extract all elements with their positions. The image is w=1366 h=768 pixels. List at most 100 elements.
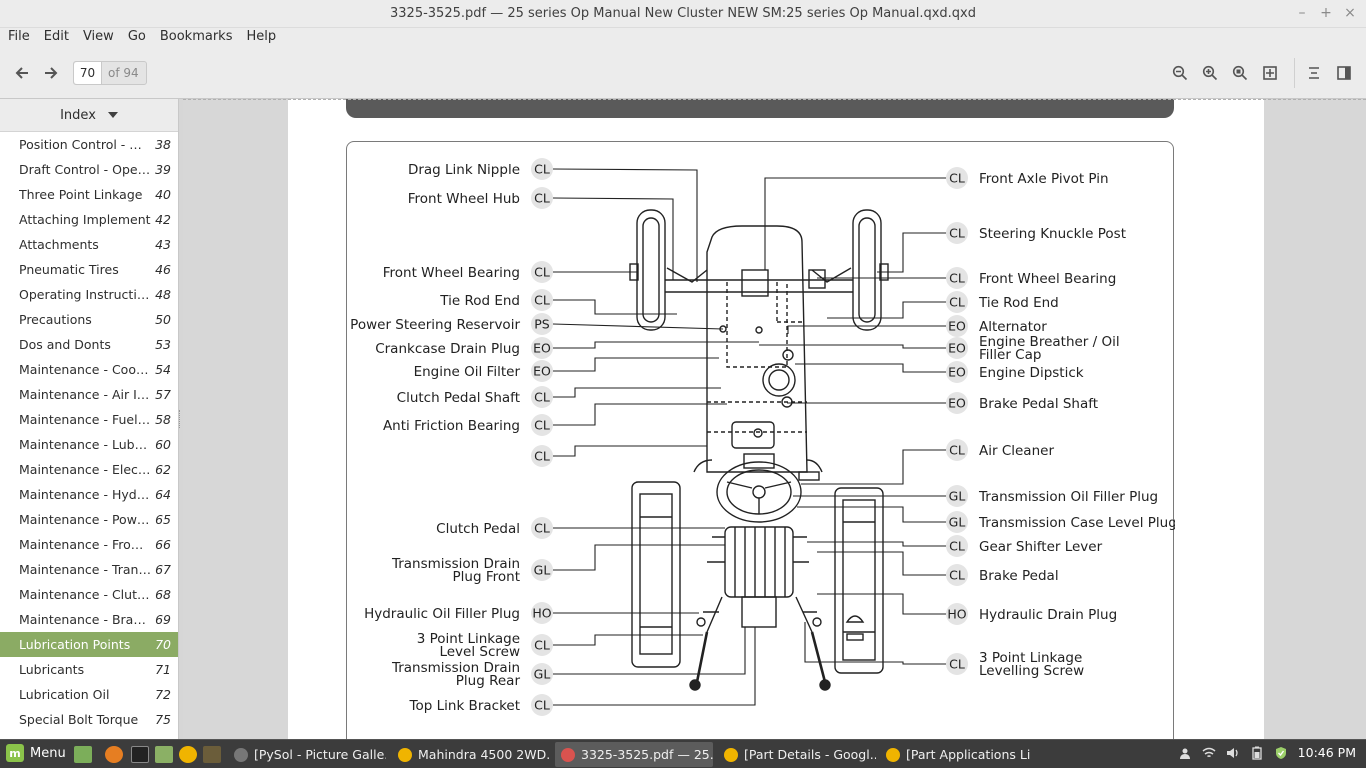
start-menu-button[interactable]: m Menu xyxy=(6,744,66,762)
menu-file[interactable]: File xyxy=(8,29,30,44)
taskbar-task[interactable]: 3325-3525.pdf — 25... xyxy=(555,742,713,767)
page-number-input[interactable]: 70 xyxy=(74,62,102,84)
zoom-out-button[interactable] xyxy=(1170,63,1190,83)
taskbar-task-label: [Part Details - Googl... xyxy=(744,747,876,762)
user-icon[interactable] xyxy=(1178,746,1192,760)
fit-page-button[interactable] xyxy=(1260,63,1280,83)
zoom-reset-button[interactable] xyxy=(1230,63,1250,83)
close-button[interactable]: × xyxy=(1344,5,1356,21)
chrome-icon[interactable] xyxy=(179,746,197,763)
menu-bookmarks[interactable]: Bookmarks xyxy=(159,29,233,44)
minimize-button[interactable]: – xyxy=(1298,5,1306,21)
callout-text: Transmission Drain xyxy=(391,660,520,676)
menu-bar: File Edit View Go Bookmarks Help xyxy=(0,28,1366,48)
toolbar-separator xyxy=(1294,58,1295,88)
taskbar-task[interactable]: [Part Applications Li... xyxy=(880,742,1030,767)
index-item[interactable]: Position Control - Ope...38 xyxy=(0,132,178,157)
index-item[interactable]: Maintenance - Trans...67 xyxy=(0,557,178,582)
lubricant-code-badge xyxy=(531,414,553,436)
files-icon[interactable] xyxy=(155,746,173,763)
callout-text: Transmission Drain xyxy=(391,556,520,572)
callout-line xyxy=(553,634,703,646)
previous-page-button[interactable] xyxy=(12,64,32,82)
callout-text: Crankcase Drain Plug xyxy=(375,341,520,357)
fit-page-icon xyxy=(1263,66,1277,80)
index-item-label: Maintenance - Front ... xyxy=(19,537,151,552)
callout-text: CL xyxy=(534,521,550,536)
next-page-button[interactable] xyxy=(41,64,61,82)
system-monitor-icon[interactable] xyxy=(203,746,221,763)
callout-text: CL xyxy=(534,293,550,308)
index-item[interactable]: Maintenance - Fuel S...58 xyxy=(0,407,178,432)
index-item[interactable]: Maintenance - Lubric...60 xyxy=(0,432,178,457)
taskbar-task[interactable]: Mahindra 4500 2WD... xyxy=(392,742,550,767)
callout-text: EO xyxy=(948,365,966,380)
arrow-left-icon xyxy=(15,67,28,79)
taskbar: m Menu [PySol - Picture Galle...Mahindra… xyxy=(0,739,1366,768)
sidebar-toggle-button[interactable] xyxy=(1334,63,1354,83)
index-item[interactable]: Draft Control - Opera...39 xyxy=(0,157,178,182)
callout-line xyxy=(797,506,946,523)
battery-icon[interactable] xyxy=(1250,746,1264,760)
index-item[interactable]: Maintenance - Electri...62 xyxy=(0,457,178,482)
zoom-in-button[interactable] xyxy=(1200,63,1220,83)
callout-text: Front Wheel Bearing xyxy=(383,265,520,281)
callout-line xyxy=(553,627,756,706)
callout-text: Hydraulic Drain Plug xyxy=(979,607,1117,623)
continuous-mode-button[interactable] xyxy=(1304,63,1324,83)
index-item-page: 66 xyxy=(155,537,171,552)
maximize-button[interactable]: + xyxy=(1320,5,1332,21)
taskbar-task[interactable]: [Part Details - Googl... xyxy=(718,742,876,767)
index-item-label: Special Bolt Torque xyxy=(19,712,139,727)
index-item-page: 40 xyxy=(155,187,171,202)
shield-icon[interactable] xyxy=(1274,746,1288,760)
callout-text: GL xyxy=(534,667,551,682)
lubricant-code-badge xyxy=(946,653,968,675)
taskbar-task[interactable]: [PySol - Picture Galle... xyxy=(228,742,386,767)
index-item[interactable]: Maintenance - Air Int...57 xyxy=(0,382,178,407)
callout-text: Plug Rear xyxy=(456,673,521,689)
index-item[interactable]: Maintenance - Coolin...54 xyxy=(0,357,178,382)
callout-text: 3 Point Linkage xyxy=(979,650,1082,666)
callout-line xyxy=(759,344,946,349)
show-desktop-icon[interactable] xyxy=(74,746,92,763)
menu-go[interactable]: Go xyxy=(127,29,146,44)
terminal-icon[interactable] xyxy=(131,746,149,763)
index-item[interactable]: Maintenance - Brake ...69 xyxy=(0,607,178,632)
lubricant-code-badge xyxy=(946,315,968,337)
menu-edit[interactable]: Edit xyxy=(43,29,69,44)
lubricant-code-badge xyxy=(531,261,553,283)
index-item[interactable]: Maintenance - Front ... 66 xyxy=(0,532,178,557)
taskbar-task-label: [Part Applications Li... xyxy=(906,747,1030,762)
callout-text: GL xyxy=(534,563,551,578)
clock[interactable]: 10:46 PM xyxy=(1297,745,1356,760)
callout-line xyxy=(787,325,946,334)
callout-text: CL xyxy=(534,265,550,280)
index-item[interactable]: Maintenance - Clutch ...68 xyxy=(0,582,178,607)
index-item[interactable]: Maintenance - Power ...65 xyxy=(0,507,178,532)
firefox-icon[interactable] xyxy=(105,746,123,763)
volume-icon[interactable] xyxy=(1226,746,1240,760)
index-item[interactable]: Maintenance - Hydra...64 xyxy=(0,482,178,507)
callout-text: CL xyxy=(534,449,550,464)
index-item-label: Maintenance - Brake ... xyxy=(19,612,151,627)
sidebar-header[interactable]: Index xyxy=(0,99,178,132)
wifi-icon[interactable] xyxy=(1202,746,1216,760)
menu-view[interactable]: View xyxy=(82,29,114,44)
callout-text: CL xyxy=(534,418,550,433)
menu-help[interactable]: Help xyxy=(246,29,277,44)
sidebar-splitter[interactable] xyxy=(179,410,182,428)
